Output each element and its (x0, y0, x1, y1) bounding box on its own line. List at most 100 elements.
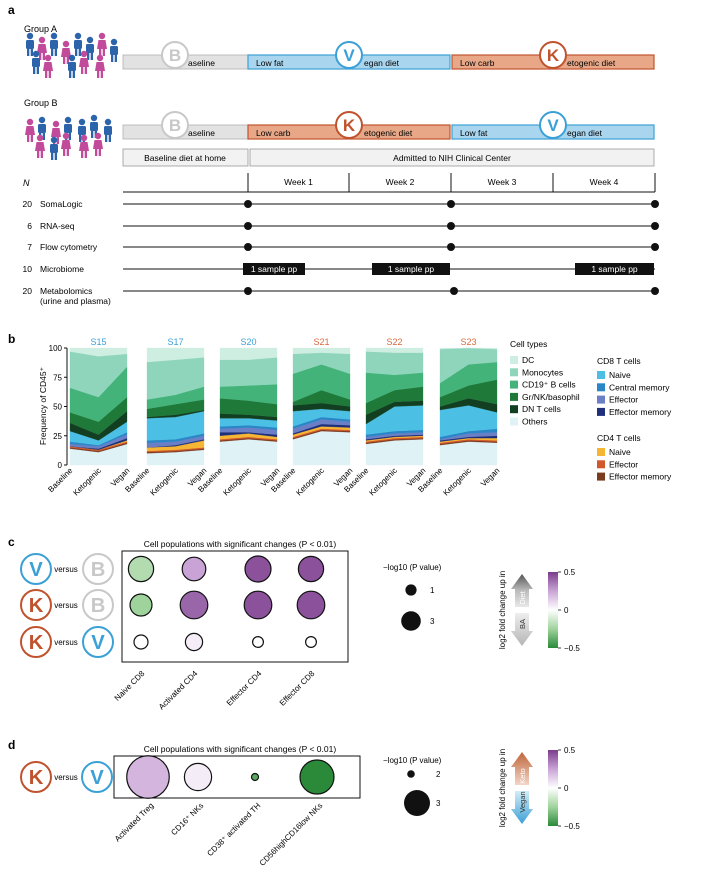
week-label: Week 4 (590, 177, 619, 187)
bubble-dot (244, 555, 272, 583)
legend-swatch (597, 448, 605, 456)
subject-label: S20 (240, 337, 256, 347)
down-arrow-icon (511, 613, 533, 646)
person-icon (74, 32, 82, 56)
sample-dot (450, 287, 458, 295)
person-body (50, 144, 58, 153)
person-head (68, 54, 76, 62)
person-leg (81, 67, 84, 74)
comparison-badge (20, 589, 52, 621)
comparison-badge-letter: K (29, 767, 44, 789)
person-leg (30, 135, 33, 142)
column-label: Activated CD4 (157, 669, 200, 712)
person-leg (54, 49, 57, 56)
panel-d-label: d (8, 738, 15, 752)
x-tick-label: Ketogenic (294, 466, 326, 498)
svg-text:V: V (343, 46, 355, 65)
size-legend-value: 3 (436, 799, 441, 808)
person-icon (25, 118, 35, 142)
person-head (38, 36, 46, 44)
person-body (35, 142, 45, 151)
person-head (78, 118, 86, 126)
sample-dot (447, 243, 455, 251)
person-head (98, 32, 106, 40)
size-legend-dot (404, 790, 430, 816)
person-leg (40, 151, 43, 158)
versus-label: versus (54, 565, 78, 574)
area-layer (365, 439, 424, 466)
person-icon (110, 38, 118, 62)
person-leg (27, 49, 30, 56)
person-icon (93, 132, 103, 156)
person-icon (79, 50, 89, 74)
person-leg (63, 57, 66, 64)
assay-name: Metabolomics (40, 286, 92, 296)
panel-c-size-legend: −log10 (P value)13 (383, 563, 442, 631)
keto-badge (335, 111, 363, 139)
legend-label: Gr/NK/basophil (522, 392, 580, 402)
comparison-badge (20, 553, 52, 585)
person-body (86, 44, 94, 53)
color-scale-label: 0 (564, 606, 569, 615)
person-head (38, 116, 46, 124)
person-head (86, 36, 94, 44)
vegan-badge (539, 111, 567, 139)
panel-c-label: c (8, 535, 15, 549)
svg-text:K: K (547, 46, 560, 65)
comparison-badge-letter: K (29, 595, 44, 617)
person-head (94, 132, 102, 140)
size-legend-value: 1 (430, 586, 435, 595)
person-body (25, 126, 35, 135)
person-leg (98, 149, 101, 156)
subject-label: S21 (313, 337, 329, 347)
person-icon (61, 132, 71, 156)
baseline-badge (161, 41, 189, 69)
assay-n: 7 (27, 242, 32, 252)
y-tick-label: 25 (53, 432, 62, 441)
x-tick-label: Ketogenic (367, 466, 399, 498)
color-scale-label: 0 (564, 784, 569, 793)
comparison-badge-letter: V (29, 559, 43, 581)
panel-d-size-legend: −log10 (P value)23 (383, 756, 442, 816)
panel-c-title: Cell populations with significant change… (144, 539, 337, 549)
person-leg (90, 53, 93, 60)
svg-text:Low carb: Low carb (460, 58, 495, 68)
person-body (61, 140, 71, 149)
area-layer (219, 347, 278, 360)
person-icon (26, 32, 34, 56)
person-leg (75, 49, 78, 56)
x-tick-label: Ketogenic (441, 466, 473, 498)
week-label: Week 1 (284, 177, 313, 187)
person-leg (100, 71, 103, 78)
person-leg (72, 71, 75, 78)
person-leg (42, 53, 45, 60)
comparison-badge (82, 589, 114, 621)
home-setting-label: Baseline diet at home (144, 153, 226, 163)
person-head (110, 38, 118, 46)
column-label: CD56highCD16low NKs (258, 801, 325, 868)
person-icon (37, 36, 47, 60)
size-legend-dot (405, 584, 417, 596)
person-icon (43, 54, 53, 78)
legend-cd4-title: CD4 T cells (597, 433, 641, 443)
assay-name-line2: (urine and plasma) (40, 296, 111, 306)
person-leg (78, 49, 81, 56)
sample-dot (651, 222, 659, 230)
assay-n: 20 (23, 199, 33, 209)
person-leg (97, 71, 100, 78)
y-axis-label: Frequency of CD45⁺ (38, 366, 48, 445)
legend-swatch (597, 460, 605, 469)
person-icon (50, 136, 58, 160)
assay-n: 6 (27, 221, 32, 231)
person-head (80, 50, 88, 58)
legend-label: DC (522, 355, 534, 365)
legend-label: DN T cells (522, 404, 561, 414)
person-body (61, 48, 71, 57)
panel-a-label: a (8, 3, 15, 17)
area-layer (219, 357, 278, 387)
person-body (110, 46, 118, 55)
week-label: Week 2 (386, 177, 415, 187)
person-leg (91, 131, 94, 138)
person-leg (66, 149, 69, 156)
